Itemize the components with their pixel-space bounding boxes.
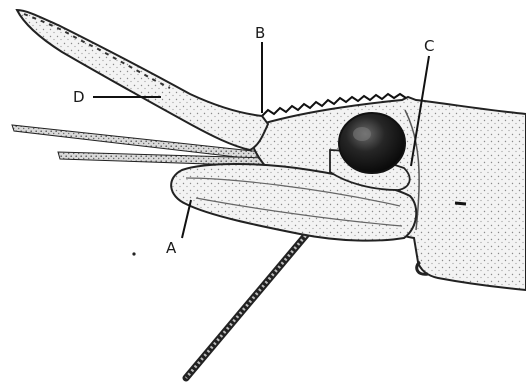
label-c: C	[424, 37, 434, 55]
label-d: D	[73, 88, 85, 106]
stray-dot	[132, 252, 135, 255]
compound-eye	[339, 113, 405, 173]
label-b: B	[255, 24, 265, 42]
leader-line-a	[182, 200, 191, 238]
label-a: A	[166, 239, 177, 257]
body-mark	[455, 203, 466, 204]
eye-highlight	[353, 127, 371, 141]
rostrum	[17, 10, 268, 150]
second-antenna	[186, 228, 312, 378]
